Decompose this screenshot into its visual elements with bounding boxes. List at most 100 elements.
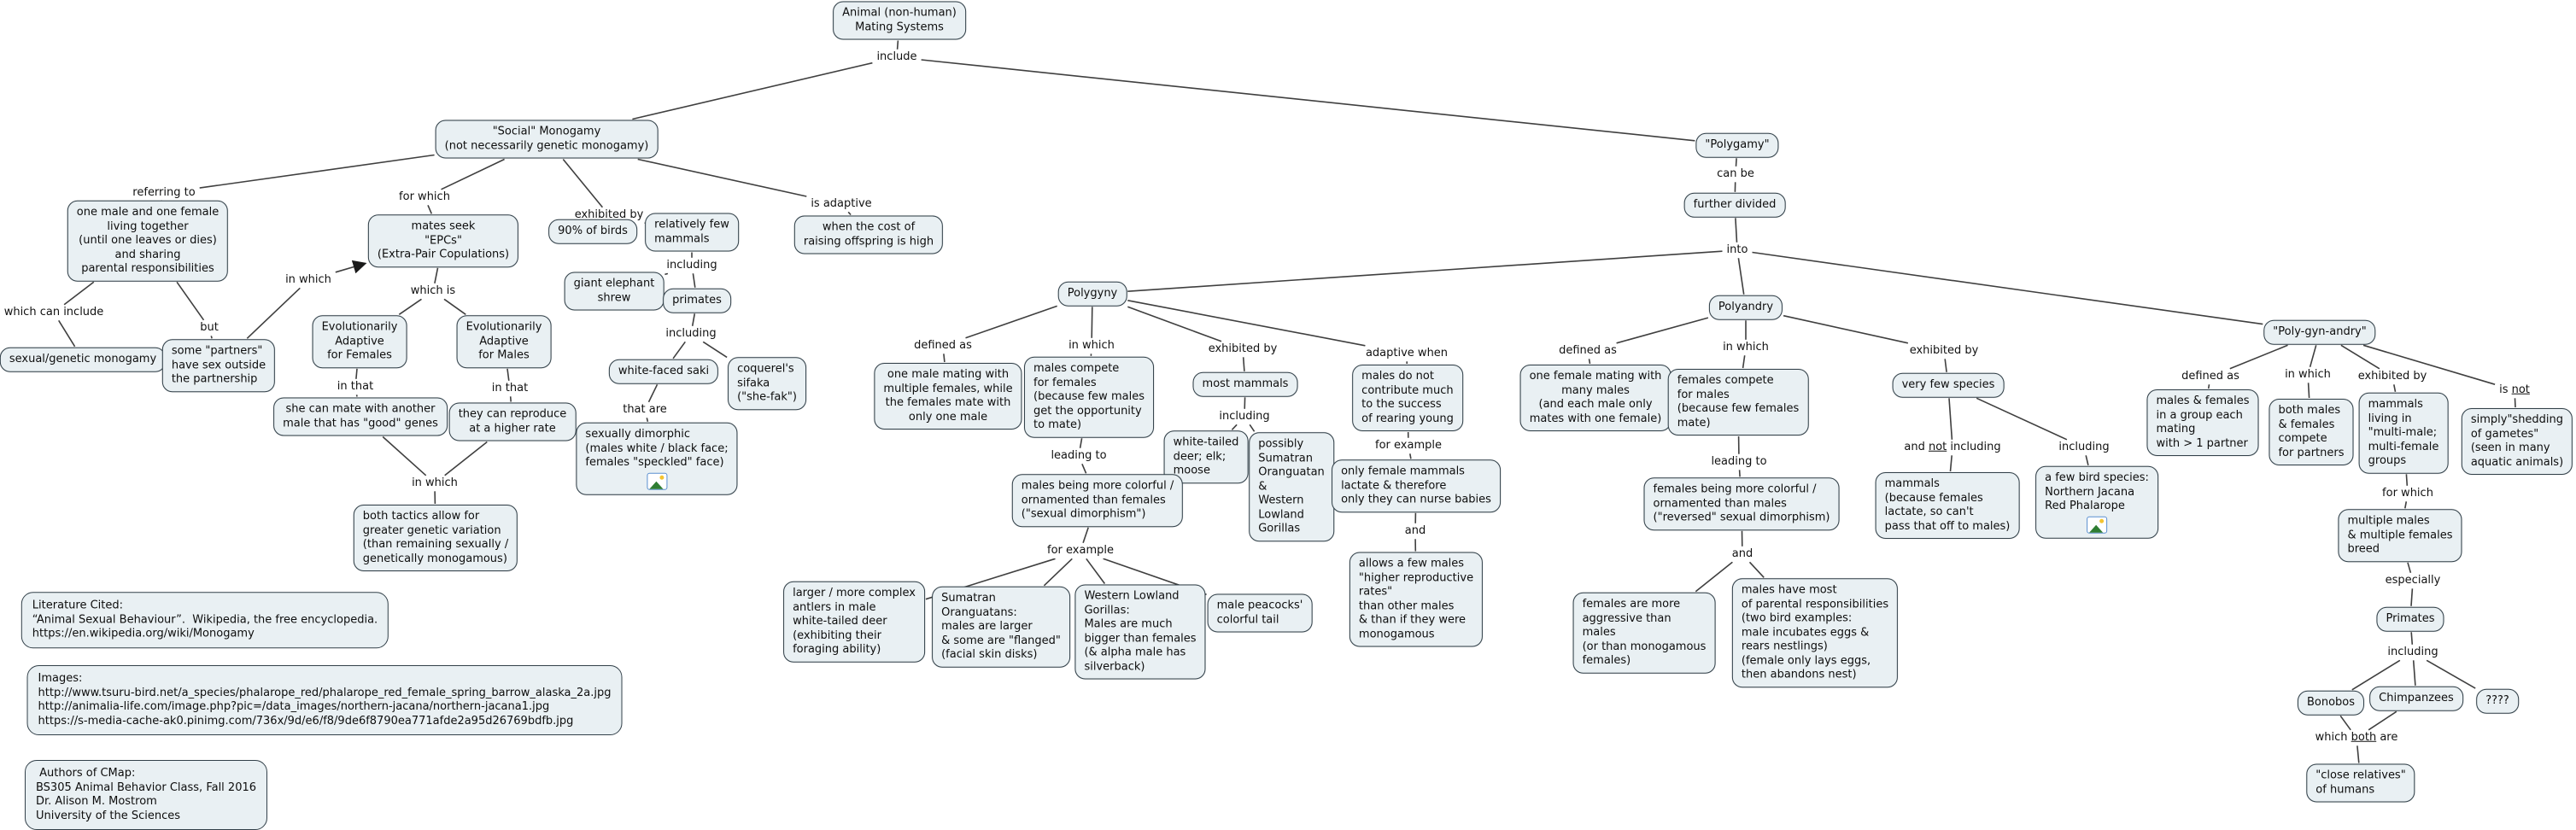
concept-node-males-compete[interactable]: males compete for females (because few m…	[1024, 357, 1154, 438]
concept-node-males-females-group[interactable]: males & females in a group each mating w…	[2146, 389, 2258, 456]
link-label-that-are: that are	[619, 403, 670, 418]
concept-node-males-more-colorful[interactable]: males being more colorful / ornamented t…	[1012, 474, 1183, 527]
concept-node-females-more-colorful[interactable]: females being more colorful / ornamented…	[1644, 477, 1840, 530]
edge-leading-to-gyny--males-more-colorful	[1082, 464, 1086, 473]
concept-node-primates-poly[interactable]: Primates	[2376, 607, 2444, 632]
link-label-which-is: which is	[407, 284, 459, 299]
concept-node-white-faced-saki[interactable]: white-faced saki	[609, 359, 718, 384]
edge-is-not--simply-shedding	[2515, 398, 2516, 407]
edge-exhibited-by-andry--very-few-species	[1945, 359, 1947, 372]
concept-node-males-parental[interactable]: males have most of parental responsibili…	[1732, 578, 1898, 687]
edge-males-more-colorful--for-example-dim	[1083, 528, 1088, 543]
concept-node-sexual-genetic-monogamy[interactable]: sexual/genetic monogamy	[0, 348, 166, 372]
node-text: and	[1405, 524, 1426, 537]
concept-node-mates-seek-epcs[interactable]: mates seek "EPCs" (Extra-Pair Copulation…	[368, 214, 518, 267]
edge-mates-seek-epcs--which-is	[435, 268, 438, 283]
edge-including-most--wtd-elk-moose	[1232, 424, 1237, 430]
concept-node-ninety-pct-birds[interactable]: 90% of birds	[548, 219, 637, 244]
concept-node-evol-adaptive-females[interactable]: Evolutionarily Adaptive for Females	[313, 315, 407, 368]
concept-node-peacocks[interactable]: male peacocks' colorful tail	[1208, 594, 1313, 633]
node-text: males being more colorful / ornamented t…	[1022, 479, 1174, 520]
concept-node-animal-mating[interactable]: Animal (non-human) Mating Systems	[833, 2, 966, 40]
concept-node-giant-elephant-shrew[interactable]: giant elephant shrew	[565, 272, 664, 311]
concept-node-polygamy[interactable]: "Polygamy"	[1695, 133, 1778, 158]
concept-node-antlers[interactable]: larger / more complex antlers in male wh…	[783, 582, 925, 663]
concept-node-questions[interactable]: ????	[2476, 689, 2519, 714]
concept-node-chimpanzees[interactable]: Chimpanzees	[2369, 687, 2463, 711]
link-label-for-example-lact: for example	[1372, 439, 1445, 453]
edge-and-not-including--mammals-lactate	[1951, 455, 1952, 471]
node-text: simply"shedding of gametes" (seen in man…	[2471, 413, 2563, 469]
concept-node-further-divided[interactable]: further divided	[1684, 193, 1786, 218]
concept-node-one-female-mating[interactable]: one female mating with many males (and e…	[1520, 365, 1671, 431]
edge-males-compete--leading-to-gyny	[1080, 438, 1082, 448]
concept-node-bonobos[interactable]: Bonobos	[2298, 691, 2364, 716]
concept-node-polyandry[interactable]: Polyandry	[1709, 295, 1783, 320]
link-label-for-which-pga: for which	[2379, 487, 2437, 501]
concept-node-coquerels-sifaka[interactable]: coquerel's sifaka ("she-fak")	[728, 357, 806, 410]
concept-node-western-gorillas[interactable]: Western Lowland Gorillas: Males are much…	[1074, 585, 1205, 680]
node-text: mammals (because females lactate, so can…	[1885, 477, 2011, 533]
concept-node-social-monogamy[interactable]: "Social" Monogamy (not necessarily genet…	[436, 120, 659, 159]
edge-polygyny--defined-as-gyny	[966, 306, 1057, 337]
concept-node-females-compete[interactable]: females compete for males (because few f…	[1668, 369, 1809, 435]
concept-node-males-do-not[interactable]: males do not contribute much to the succ…	[1352, 365, 1463, 431]
node-text: white-tailed deer; elk; moose	[1174, 435, 1239, 476]
info-box-literature-cited[interactable]: Literature Cited: “Animal Sexual Behavio…	[21, 592, 389, 648]
info-box-images[interactable]: Images: http://www.tsuru-bird.net/a_spec…	[27, 665, 623, 735]
node-text: which is	[411, 284, 455, 297]
info-box-authors[interactable]: Authors of CMap: BS305 Animal Behavior C…	[25, 760, 267, 830]
edge-primates-mono--including-primates	[693, 313, 695, 326]
edge-for-example-dim--sumatran-orang	[1044, 558, 1072, 586]
edge-including-primates--coquerels-sifaka	[703, 342, 727, 357]
concept-node-most-mammals[interactable]: most mammals	[1193, 372, 1298, 397]
edge-for-example-dim--western-gorillas	[1086, 558, 1105, 583]
link-label-into: into	[1724, 243, 1752, 258]
node-text: males compete for females (because few m…	[1033, 362, 1145, 431]
edge-polygamy--can-be	[1736, 158, 1737, 167]
concept-node-few-bird-species[interactable]: a few bird species: Northern Jacana Red …	[2035, 466, 2158, 539]
concept-node-mammals-multi[interactable]: mammals living in "multi-male; multi-fem…	[2359, 393, 2449, 474]
concept-node-one-male-one-female[interactable]: one male and one female living together …	[67, 201, 228, 282]
concept-node-she-can-mate[interactable]: she can mate with another male that has …	[273, 398, 448, 436]
concept-node-allows-few-males[interactable]: allows a few males "higher reproductive …	[1349, 552, 1483, 647]
concept-node-simply-shedding[interactable]: simply"shedding of gametes" (seen in man…	[2462, 408, 2573, 475]
concept-node-polygyny[interactable]: Polygyny	[1058, 282, 1127, 307]
edge-evol-adaptive-males--in-that-m	[507, 369, 509, 381]
node-text: for example	[1375, 439, 1442, 452]
concept-node-relatively-few-mammals[interactable]: relatively few mammals	[645, 213, 739, 252]
link-label-which-can-include: which can include	[1, 306, 108, 320]
edge-defined-as-gyny--one-male-mating	[944, 354, 945, 362]
concept-node-poly-gyn-andry[interactable]: "Poly-gyn-andry"	[2263, 320, 2375, 345]
concept-node-sexually-dimorphic[interactable]: sexually dimorphic (males white / black …	[576, 423, 737, 495]
concept-node-possibly-sumatran[interactable]: possibly Sumatran Oranguatan & Western L…	[1249, 432, 1334, 541]
edge-polyandry--defined-as-andry	[1617, 318, 1708, 343]
concept-node-mammals-lactate[interactable]: mammals (because females lactate, so can…	[1876, 472, 2020, 539]
concept-node-they-can-reproduce[interactable]: they can reproduce at a higher rate	[449, 403, 577, 441]
link-label-in-that-m: in that	[489, 382, 531, 396]
concept-node-sumatran-orang[interactable]: Sumatran Oranguatans: males are larger &…	[932, 587, 1070, 668]
concept-node-some-partners[interactable]: some "partners" have sex outside the par…	[162, 339, 275, 392]
node-text: a few bird species: Northern Jacana Red …	[2045, 471, 2149, 512]
edge-poly-gyn-andry--defined-as-pga	[2230, 345, 2288, 369]
concept-node-very-few-species[interactable]: very few species	[1893, 373, 2005, 398]
concept-node-both-tactics[interactable]: both tactics allow for greater genetic v…	[354, 505, 518, 571]
image-attachment-icon[interactable]	[2087, 516, 2107, 533]
link-label-for-which-mono: for which	[395, 190, 454, 205]
concept-node-both-compete[interactable]: both males & females compete for partner…	[2269, 399, 2353, 465]
node-text: leading to	[1051, 449, 1106, 462]
concept-node-primates-mono[interactable]: primates	[663, 289, 731, 313]
edge-including-pp--questions	[2427, 660, 2475, 688]
image-attachment-icon[interactable]	[647, 472, 667, 489]
link-label-but: but	[196, 321, 222, 336]
concept-node-multiple-breed[interactable]: multiple males & multiple females breed	[2338, 509, 2462, 562]
concept-node-one-male-mating[interactable]: one male mating with multiple females, w…	[874, 363, 1022, 430]
concept-node-close-relatives[interactable]: "close relatives" of humans	[2306, 764, 2415, 803]
edge-evol-adaptive-females--in-that-f	[356, 369, 357, 379]
concept-node-when-cost-raising[interactable]: when the cost of raising offspring is hi…	[794, 216, 943, 254]
concept-node-evol-adaptive-males[interactable]: Evolutionarily Adaptive for Males	[457, 315, 552, 368]
node-text: in which	[1723, 341, 1769, 354]
concept-node-females-more-aggressive[interactable]: females are more aggressive than males (…	[1573, 593, 1716, 674]
node-text: they can reproduce at a higher rate	[459, 408, 567, 435]
concept-node-only-female-mammals[interactable]: only female mammals lactate & therefore …	[1332, 459, 1501, 512]
